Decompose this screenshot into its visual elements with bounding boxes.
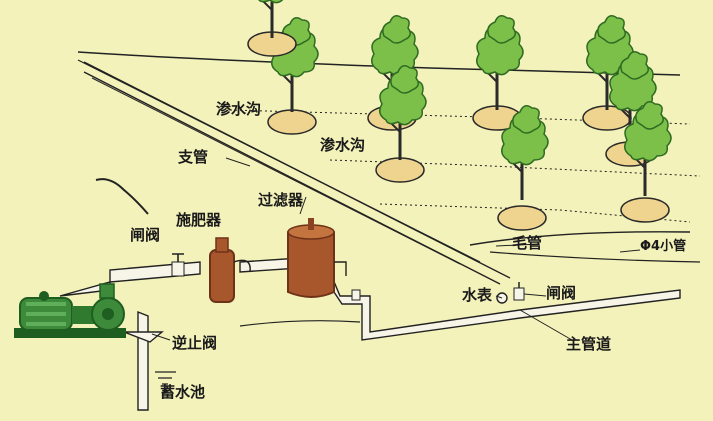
label-check-valve: 逆止阀: [172, 334, 218, 352]
capillary-pipe: [469, 231, 691, 246]
row-line-1: [329, 159, 701, 177]
label-capillary-pipe: 毛管: [512, 234, 543, 252]
row-line-3: [379, 203, 691, 223]
ground-line: [239, 320, 361, 327]
leader-capillary: [495, 243, 541, 247]
leader-gate-right: [523, 293, 547, 297]
label-filter: 过滤器: [258, 191, 304, 209]
label-gate-valve-right: 闸阀: [546, 284, 577, 302]
filter-tank-icon: [287, 218, 347, 298]
label-fertilizer-applicator: 施肥器: [176, 211, 222, 229]
gate-valve-left-icon: [171, 253, 185, 277]
label-branch-pipe: 支管: [178, 148, 209, 166]
water-level-icon: [155, 371, 176, 385]
leader-filter: [299, 196, 307, 215]
suction-pipe: [137, 310, 149, 411]
leader-meter: [495, 295, 503, 299]
leader-check-valve: [151, 333, 171, 341]
leader-small-pipe: [619, 249, 641, 253]
label-small-pipe: Φ4小管: [640, 239, 687, 254]
small-pipe-line: [489, 251, 701, 263]
pump-motor-icon: [14, 283, 126, 338]
label-seepage-ditch-1: 渗水沟: [216, 100, 262, 118]
leader-main-pipe: [519, 309, 573, 341]
label-seepage-ditch-2: 渗水沟: [320, 136, 366, 154]
label-gate-valve-left: 闸阀: [130, 226, 161, 244]
hose-curve: [95, 178, 149, 215]
fertilizer-tank-icon: [209, 237, 251, 303]
branch-pipe-line-c: [91, 77, 461, 265]
main-pipe-path: [325, 270, 681, 341]
leader-branch-pipe: [225, 157, 251, 167]
label-main-pipe: 主管道: [566, 335, 612, 353]
outlet-valve-icon: [351, 289, 361, 301]
label-reservoir: 蓄水池: [160, 383, 206, 401]
label-water-meter: 水表: [462, 286, 493, 304]
branch-pipe-line-a: [83, 61, 511, 279]
